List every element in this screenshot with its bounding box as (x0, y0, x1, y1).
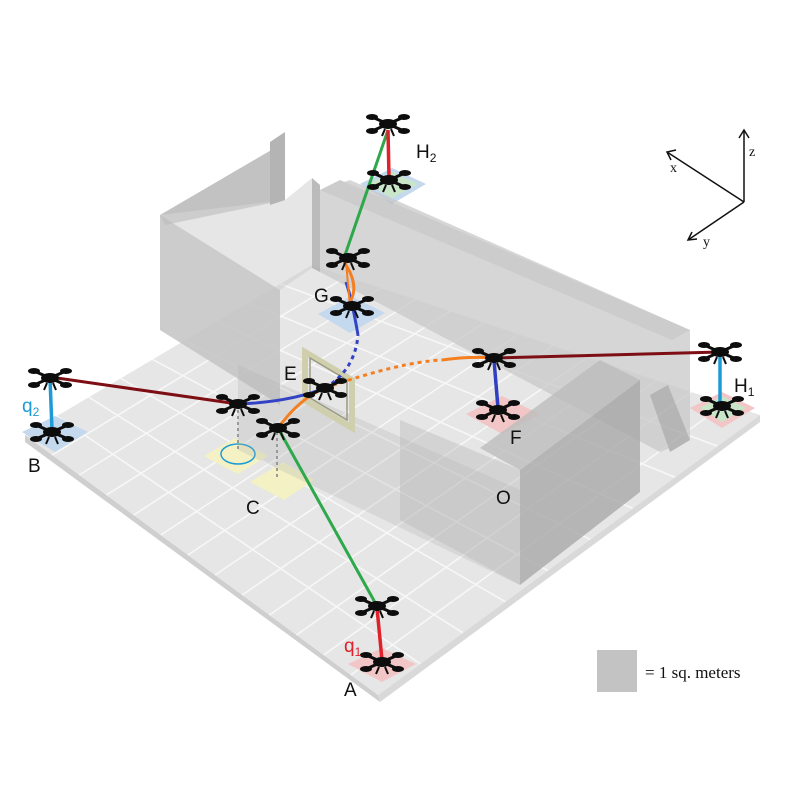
path-B-C (49, 375, 239, 406)
tether-q2 (48, 377, 54, 431)
tether-G (345, 261, 351, 307)
label-H1: H1 (734, 376, 755, 399)
label-q1: q1 (344, 636, 362, 659)
pad-G (318, 296, 385, 333)
label-H2: H2 (416, 142, 437, 165)
axes-triad: x y z (665, 128, 755, 250)
label-C: C (246, 498, 260, 519)
tether-q1 (375, 607, 384, 661)
axis-x-label: x (670, 161, 677, 176)
path-G-H2 (342, 129, 390, 259)
obstacle-O (400, 360, 640, 585)
axis-z-label: z (749, 145, 755, 160)
path-A-C (276, 427, 379, 607)
legend-swatch (597, 650, 637, 692)
legend-text: = 1 sq. meters (645, 663, 741, 682)
path-F-H1 (494, 350, 721, 360)
tether-H2 (386, 129, 391, 179)
label-q2: q2 (22, 396, 40, 419)
pad-C-lower (250, 462, 314, 500)
point-labels: A B C E F G O H1 H2 q1 q2 (22, 142, 755, 701)
path-E-G-dotted (324, 334, 360, 390)
label-A: A (344, 680, 357, 701)
tether-F (492, 359, 500, 409)
label-G: G (314, 286, 329, 307)
pad-C-upper (204, 438, 268, 474)
back-wall (160, 132, 320, 405)
legend: = 1 sq. meters (597, 650, 741, 692)
axis-y-label: y (703, 235, 710, 250)
label-E: E (284, 364, 297, 385)
target-ring (220, 443, 256, 465)
label-B: B (28, 456, 41, 477)
window-frame-E (302, 346, 355, 434)
label-O: O (496, 488, 511, 509)
tethers (48, 129, 722, 661)
label-F: F (510, 428, 522, 449)
